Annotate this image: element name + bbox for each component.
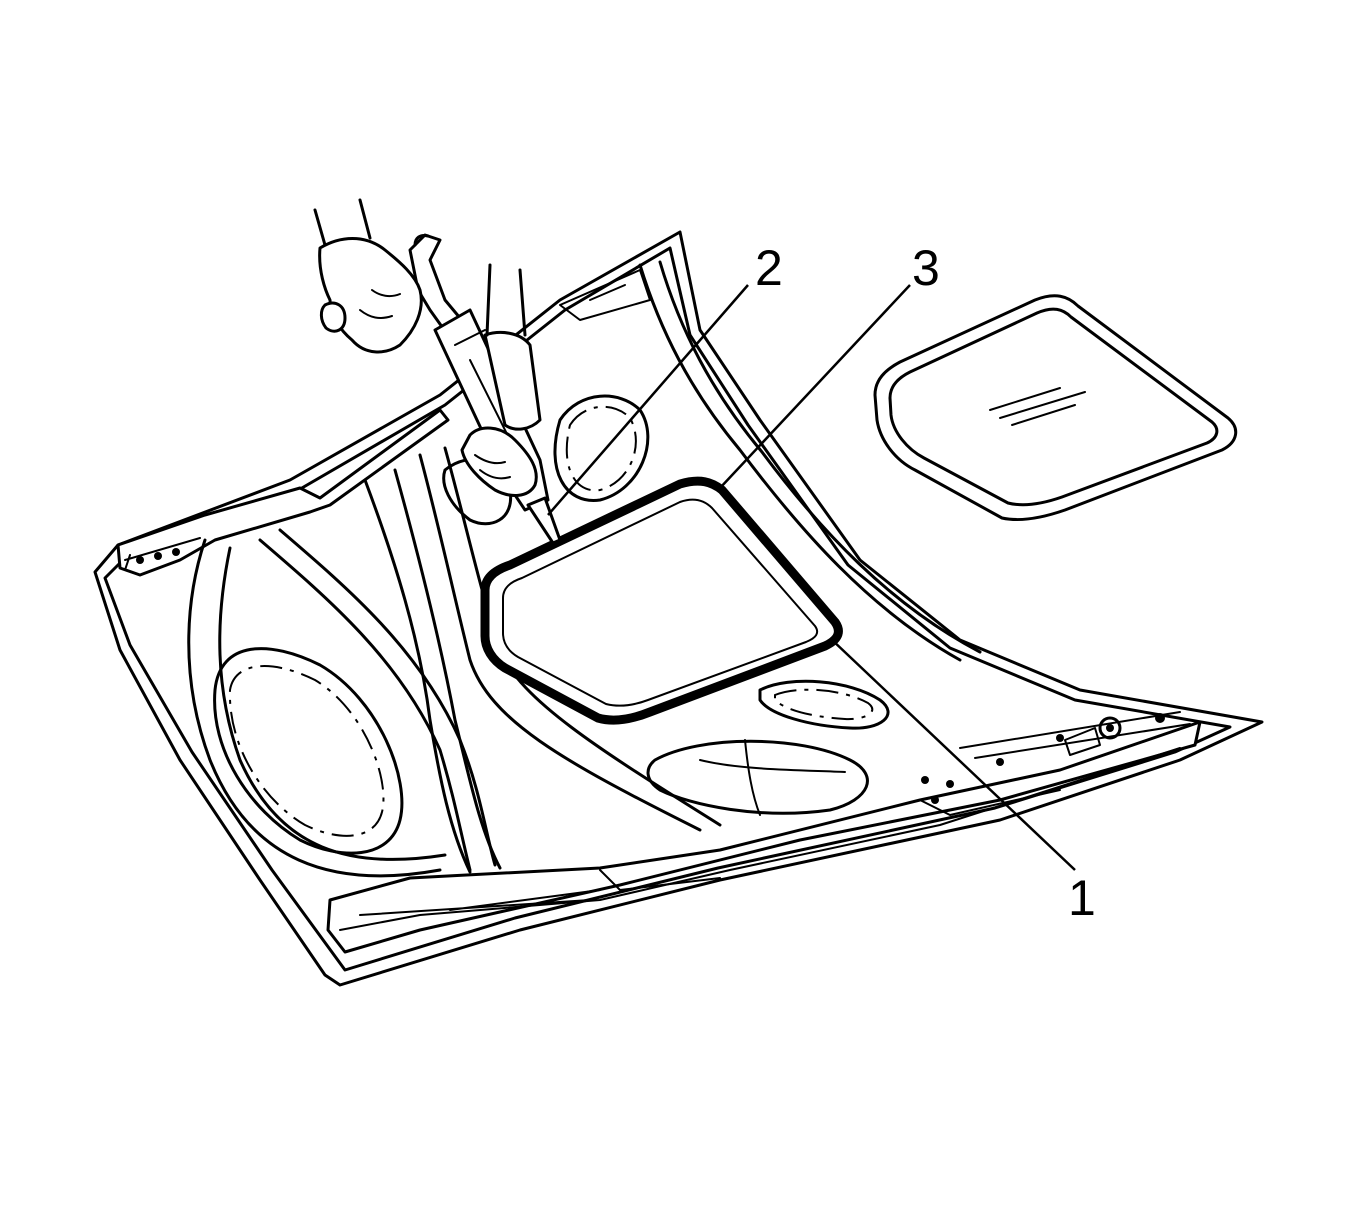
upper-oval-recess <box>553 394 650 502</box>
leader-3 <box>719 284 911 489</box>
leader-1 <box>829 637 1076 871</box>
gun-nozzle <box>526 496 562 545</box>
glass-pane-outer <box>873 294 1238 522</box>
left-strut <box>187 538 442 878</box>
lower-right-recess <box>646 739 869 815</box>
callout-1: 1 <box>1068 870 1096 926</box>
lower-hand <box>460 426 538 497</box>
center-strut <box>363 478 472 874</box>
callout-3: 3 <box>912 240 940 296</box>
front-bar-detail <box>359 789 1061 916</box>
right-side-rail <box>638 263 962 662</box>
leader-2 <box>547 284 749 516</box>
front-reinforcement-bar <box>326 720 1202 954</box>
hinge-bracket <box>1064 727 1101 756</box>
upper-hand <box>318 237 423 354</box>
rear-cross-bar <box>116 408 450 577</box>
gloved-hands-icon <box>313 198 542 497</box>
callout-2: 2 <box>755 240 783 296</box>
glass-pane-inner <box>888 307 1219 507</box>
lower-wrist <box>483 331 542 431</box>
glass-pane <box>873 294 1238 522</box>
leader-lines <box>547 284 1076 871</box>
glass-reflection <box>989 387 1086 426</box>
window-opening <box>480 476 843 725</box>
left-oval-recess <box>213 647 404 855</box>
adhesive-bead <box>480 476 843 725</box>
